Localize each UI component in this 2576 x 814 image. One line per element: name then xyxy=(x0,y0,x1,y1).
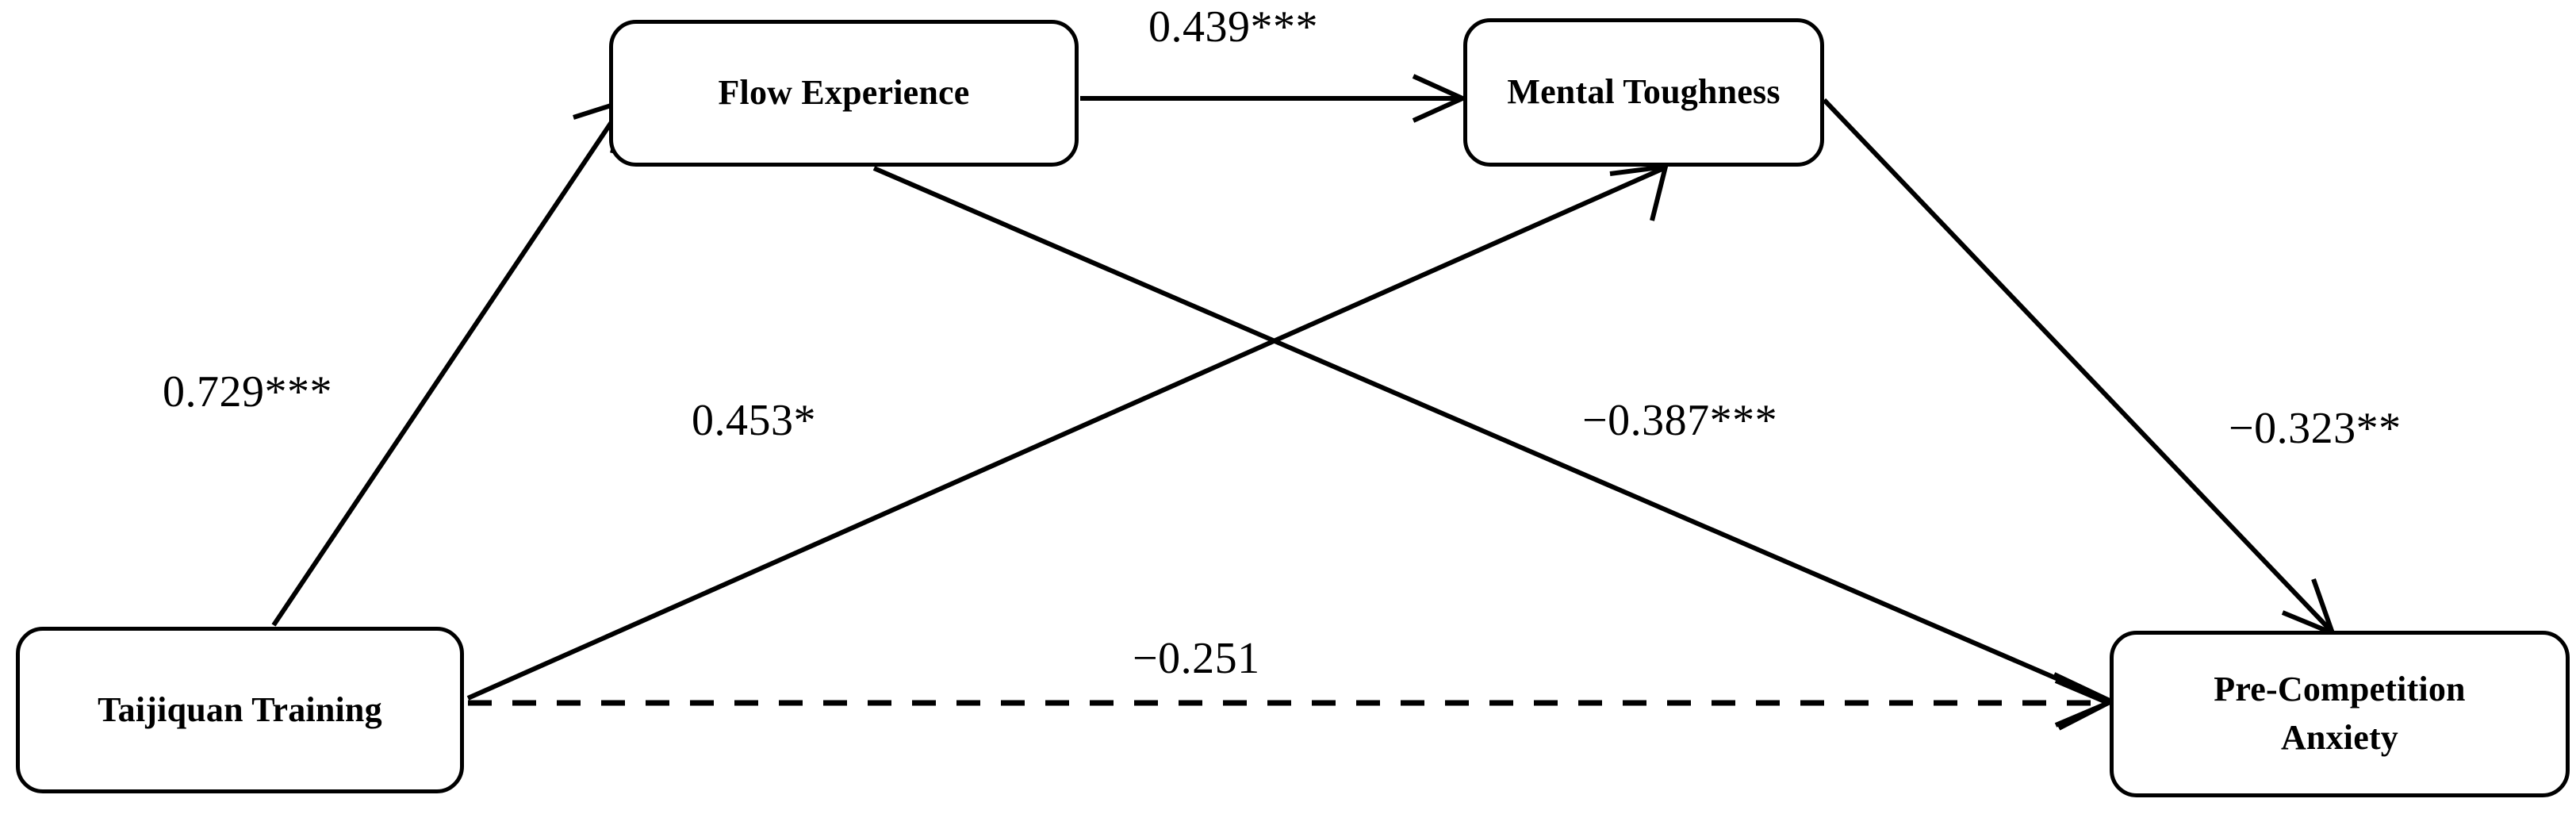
node-precompetition-anxiety-label-line2: Anxiety xyxy=(2280,718,2399,757)
node-mental-toughness[interactable]: Mental Toughness xyxy=(1463,18,1824,167)
edge-flow-anxiety xyxy=(872,166,2117,731)
edge-taiji-flow xyxy=(271,97,630,627)
edge-label-flow-anxiety: −0.387*** xyxy=(1582,396,1778,445)
edge-mental-anxiety xyxy=(1822,98,2337,638)
node-flow-experience-label: Flow Experience xyxy=(718,73,970,113)
edge-taiji-anxiety xyxy=(468,678,2114,728)
edge-label-mental-anxiety: −0.323** xyxy=(2229,404,2402,453)
edge-label-taiji-flow: 0.729*** xyxy=(163,367,332,417)
node-precompetition-anxiety[interactable]: Pre-Competition Anxiety xyxy=(2110,631,2570,797)
edge-label-taiji-anxiety: −0.251 xyxy=(1133,634,1260,683)
edge-label-taiji-mental: 0.453* xyxy=(692,396,816,445)
node-precompetition-anxiety-label-line1: Pre-Competition xyxy=(2214,670,2466,709)
node-taijiquan-training-label: Taijiquan Training xyxy=(98,689,382,729)
node-taijiquan-training[interactable]: Taijiquan Training xyxy=(16,627,464,793)
edge-flow-mental xyxy=(1080,74,1469,123)
edge-label-flow-mental: 0.439*** xyxy=(1148,2,1318,52)
node-flow-experience[interactable]: Flow Experience xyxy=(609,20,1079,167)
node-precompetition-anxiety-label: Pre-Competition Anxiety xyxy=(2214,666,2465,762)
node-mental-toughness-label: Mental Toughness xyxy=(1507,72,1781,112)
edge-taiji-mental xyxy=(466,163,1669,701)
